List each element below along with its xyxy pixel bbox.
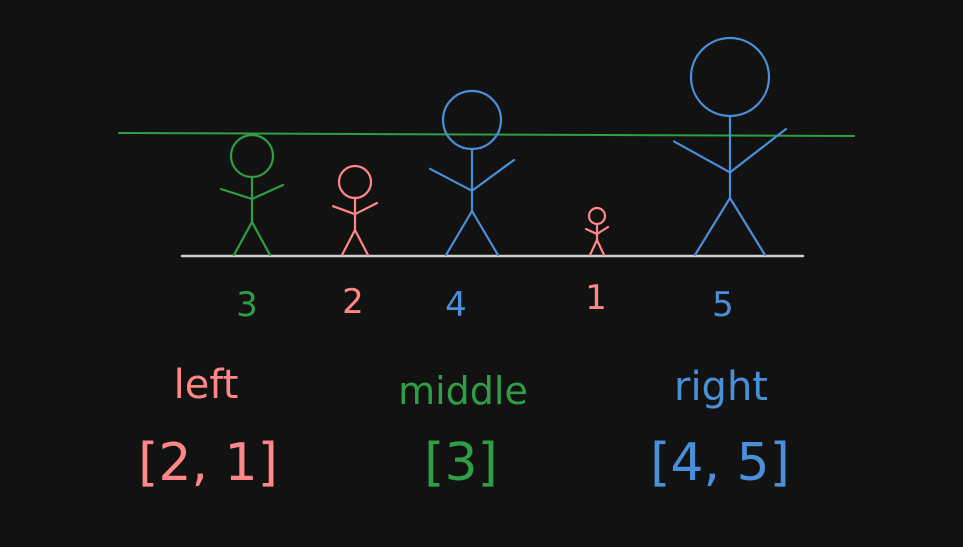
right-leg (728, 196, 767, 257)
stick-figure-2 (331, 164, 379, 257)
right-arm (353, 201, 379, 216)
group-items-left: [2, 1] (138, 433, 278, 493)
group-name-middle: middle (398, 369, 528, 413)
right-leg (595, 238, 606, 257)
right-arm (250, 183, 285, 201)
right-leg (353, 228, 370, 257)
stick-figure-4 (428, 89, 516, 257)
figure-value-label: 5 (712, 285, 734, 325)
group-items-middle: [3] (424, 433, 498, 493)
stick-figure-3 (219, 133, 285, 257)
left-arm (219, 187, 254, 201)
group-items-right: [4, 5] (650, 433, 790, 493)
figure-value-label: 3 (236, 285, 258, 325)
stick-figure-5 (672, 36, 788, 257)
group-name-right: right (674, 364, 768, 410)
right-leg (470, 209, 500, 257)
left-leg (444, 209, 474, 257)
figure-value-label: 1 (585, 278, 607, 318)
right-arm (470, 158, 516, 192)
right-leg (250, 220, 272, 257)
left-arm (672, 140, 732, 174)
figure-value-label: 4 (445, 285, 467, 325)
stick-figure-1 (584, 206, 610, 257)
right-arm (728, 127, 788, 174)
left-leg (340, 228, 357, 257)
left-arm (584, 227, 599, 236)
right-arm (595, 225, 610, 236)
left-leg (693, 196, 732, 257)
figure-value-label: 2 (342, 282, 364, 322)
left-arm (428, 167, 474, 192)
left-arm (331, 205, 357, 216)
pivot-height-line (118, 132, 855, 137)
group-name-left: left (174, 362, 239, 408)
left-leg (232, 220, 254, 257)
left-leg (588, 238, 599, 257)
